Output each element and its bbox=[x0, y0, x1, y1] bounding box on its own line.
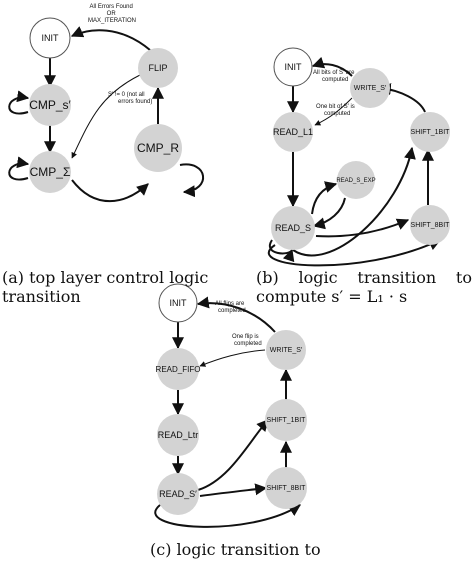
edge-c-read-s-bottom-loop bbox=[154, 504, 302, 528]
caption-b-line-2: compute s′ = L₁ · s bbox=[256, 287, 408, 306]
caption-c-line-1: (c) logic transition to bbox=[150, 540, 321, 559]
node-cmp-sigma: CMP_Σ bbox=[29, 151, 71, 193]
svg-text:READ_L1: READ_L1 bbox=[273, 127, 313, 137]
svg-text:SHIFT_1BIT: SHIFT_1BIT bbox=[267, 417, 307, 424]
node-c-read-ltr: READ_Ltr bbox=[157, 414, 199, 456]
caption-b-line-1: (b) logic transition to bbox=[256, 268, 472, 287]
svg-text:CMP_Σ: CMP_Σ bbox=[30, 165, 71, 179]
svg-text:SHIFT_1BIT: SHIFT_1BIT bbox=[411, 129, 451, 136]
diagram-b: INIT WRITE_S′ READ_L1 READ_S_EXP READ_S … bbox=[267, 47, 450, 267]
label-c-one-flip-completed: One flip is completed bbox=[232, 334, 262, 347]
node-b-init: INIT bbox=[273, 47, 313, 87]
edge-cmp-r-self-loop bbox=[179, 163, 204, 198]
caption-a: (a) top layer control logic transition bbox=[2, 268, 234, 306]
edge-flip-to-cmp-s bbox=[71, 74, 141, 159]
node-b-shift-1bit: SHIFT_1BIT bbox=[410, 112, 450, 152]
caption-a-line-2: transition bbox=[2, 287, 81, 306]
node-b-shift-8bit: SHIFT_8BIT bbox=[410, 205, 450, 245]
edge-b-write-s-to-read-l1 bbox=[314, 97, 353, 126]
edge-b-read-s-bottom-loop bbox=[267, 239, 442, 267]
svg-text:SHIFT_8BIT: SHIFT_8BIT bbox=[411, 222, 451, 229]
svg-text:FLIP: FLIP bbox=[148, 63, 167, 73]
node-flip: FLIP bbox=[138, 48, 178, 88]
diagram-a: INIT CMP_s′ CMP_Σ FLIP CMP_R All Errors … bbox=[8, 4, 204, 203]
node-init: INIT bbox=[29, 17, 71, 59]
svg-text:WRITE_S′: WRITE_S′ bbox=[354, 85, 387, 92]
label-all-errors-found: All Errors Found OR MAX_ITERATION bbox=[88, 4, 136, 24]
label-b-one-bit-computed: One bit of S′ is computed bbox=[316, 104, 356, 117]
edge-cmp-sigma-to-cmp-r bbox=[71, 179, 149, 203]
node-c-read-s: READ_S′ bbox=[157, 473, 199, 515]
caption-b: (b) logic transition to compute s′ = L₁ … bbox=[256, 268, 472, 306]
node-c-init: INIT bbox=[158, 283, 198, 323]
edge-cmp-sigma-self-loop bbox=[8, 156, 30, 181]
edge-b-read-s-to-shift-8bit bbox=[315, 218, 410, 238]
node-cmp-r: CMP_R bbox=[134, 124, 182, 172]
svg-text:CMP_R: CMP_R bbox=[137, 141, 179, 155]
node-c-write-s: WRITE_S′ bbox=[266, 330, 306, 370]
edge-c-read-s-to-shift-8bit bbox=[199, 483, 268, 497]
svg-text:SHIFT_8BIT: SHIFT_8BIT bbox=[267, 485, 307, 492]
svg-text:READ_FIFO: READ_FIFO bbox=[156, 365, 201, 374]
diagram-c: INIT WRITE_S′ READ_FIFO READ_Ltr READ_S′… bbox=[154, 283, 307, 528]
svg-text:INIT: INIT bbox=[285, 62, 303, 72]
svg-text:READ_S: READ_S bbox=[275, 223, 311, 233]
label-b-all-bits-computed: All bits of S′ are computed bbox=[313, 70, 356, 83]
node-b-read-s: READ_S bbox=[271, 206, 315, 250]
edge-c-read-s-to-shift-1bit bbox=[197, 419, 269, 491]
label-c-all-flips-completed: All flips are completed bbox=[215, 301, 246, 314]
edge-b-read-s-self-loop bbox=[268, 239, 295, 263]
svg-text:CMP_s′: CMP_s′ bbox=[29, 98, 71, 112]
svg-text:READ_Ltr: READ_Ltr bbox=[158, 430, 199, 440]
label-s-nonzero: S′ != 0 (not all errors found) bbox=[108, 92, 152, 105]
caption-c: (c) logic transition to bbox=[150, 540, 340, 559]
node-c-shift-8bit: SHIFT_8BIT bbox=[265, 467, 307, 509]
svg-text:INIT: INIT bbox=[42, 33, 60, 43]
node-b-read-s-exp: READ_S_EXP bbox=[336, 161, 376, 199]
node-b-read-l1: READ_L1 bbox=[273, 112, 313, 152]
node-b-write-s: WRITE_S′ bbox=[350, 68, 390, 108]
caption-a-line-1: (a) top layer control logic bbox=[2, 268, 209, 287]
edge-c-write-s-to-init bbox=[196, 296, 276, 333]
svg-text:READ_S_EXP: READ_S_EXP bbox=[336, 178, 375, 184]
edge-cmp-s-self-loop bbox=[8, 90, 30, 115]
edge-b-read-s-to-shift-1bit bbox=[292, 146, 416, 257]
edge-b-write-s-to-init bbox=[311, 56, 353, 77]
edge-b-read-s-exp-to-read-s bbox=[312, 197, 346, 230]
edge-c-write-s-to-read-fifo bbox=[199, 349, 266, 367]
edge-flip-to-init bbox=[70, 26, 151, 51]
svg-text:READ_S′: READ_S′ bbox=[159, 489, 197, 499]
node-c-shift-1bit: SHIFT_1BIT bbox=[265, 399, 307, 441]
node-c-read-fifo: READ_FIFO bbox=[156, 348, 201, 390]
edge-b-read-s-to-read-s-exp bbox=[311, 181, 338, 215]
svg-text:WRITE_S′: WRITE_S′ bbox=[270, 347, 303, 354]
svg-text:INIT: INIT bbox=[170, 298, 188, 308]
node-cmp-s: CMP_s′ bbox=[29, 84, 72, 126]
